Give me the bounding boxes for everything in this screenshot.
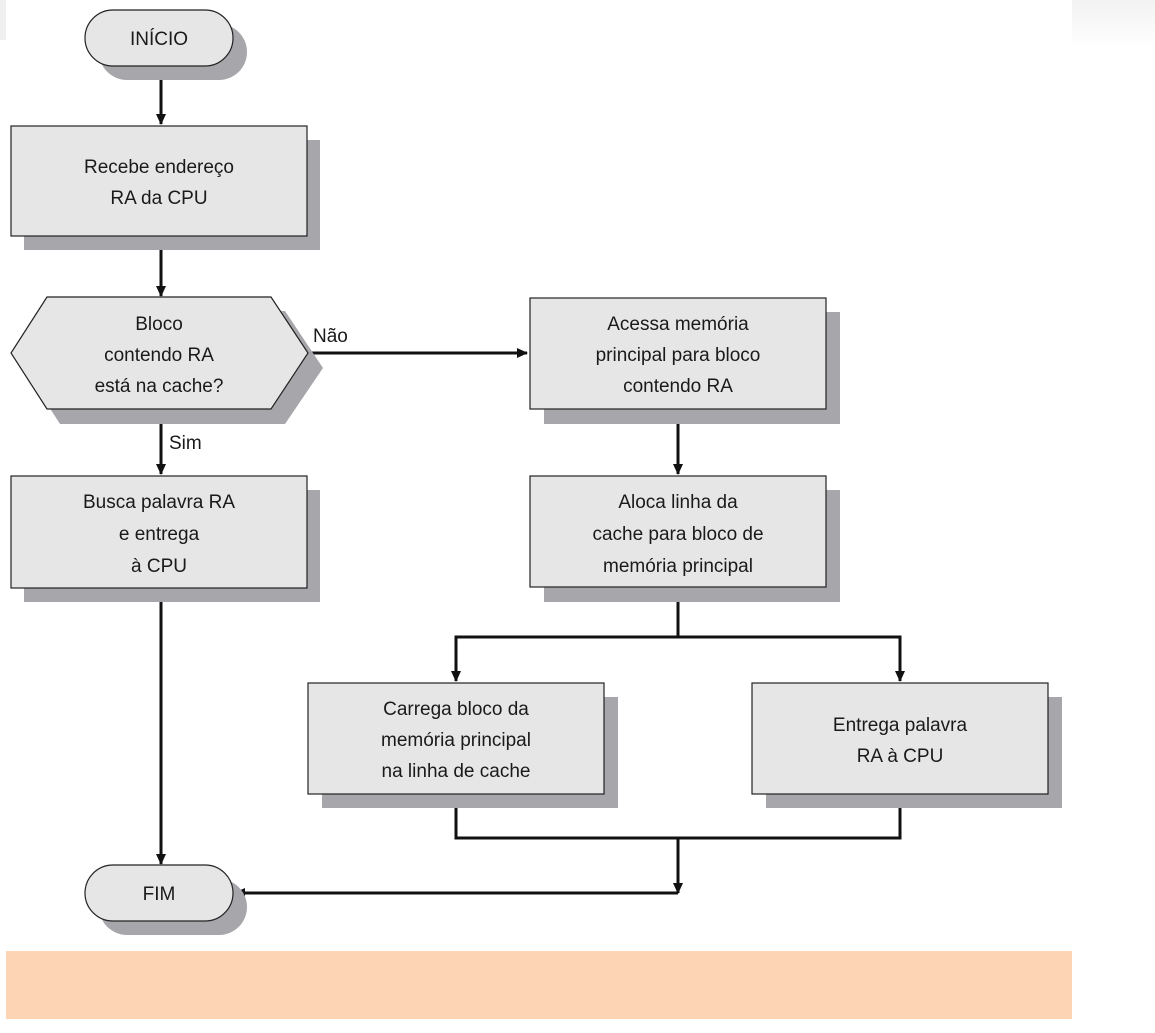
fetch-line-3: à CPU [131, 556, 187, 577]
fetch-word-box: Busca palavra RA e entrega à CPU [11, 476, 320, 602]
decision-line-3: está na cache? [95, 376, 224, 397]
edge-allocate-to-deliver [678, 637, 900, 681]
access-line-2: principal para bloco [596, 345, 761, 366]
load-line-2: memória principal [381, 730, 531, 751]
bottom-highlight-band [6, 951, 1072, 1019]
deliver-word-box: Entrega palavra RA à CPU [752, 683, 1062, 808]
decision-line-1: Bloco [135, 314, 183, 335]
access-line-3: contendo RA [623, 376, 733, 397]
load-line-1: Carrega bloco da [383, 699, 529, 720]
load-block-box: Carrega bloco da memória principal na li… [308, 683, 618, 808]
deliver-line-2: RA à CPU [857, 746, 944, 767]
load-line-3: na linha de cache [382, 761, 531, 782]
edge-label-yes: Sim [169, 433, 202, 454]
access-line-1: Acessa memória [607, 314, 749, 335]
allocate-line-2: cache para bloco de [592, 524, 763, 545]
deliver-line-1: Entrega palavra [833, 715, 968, 736]
allocate-line-1: Aloca linha da [618, 492, 738, 513]
decision-node: Bloco contendo RA está na cache? [11, 297, 323, 424]
access-memory-box: Acessa memória principal para bloco cont… [530, 298, 840, 424]
decision-line-2: contendo RA [104, 345, 214, 366]
start-node: INÍCIO [85, 10, 247, 80]
allocate-line-3: memória principal [603, 556, 753, 577]
end-node: FIM [85, 865, 247, 935]
start-label: INÍCIO [130, 29, 188, 50]
end-label: FIM [143, 884, 176, 905]
allocate-line-box: Aloca linha da cache para bloco de memór… [530, 476, 840, 602]
receive-address-box: Recebe endereço RA da CPU [11, 126, 320, 250]
receive-line-1: Recebe endereço [84, 157, 234, 178]
fetch-line-2: e entrega [119, 524, 200, 545]
receive-line-2: RA da CPU [110, 188, 207, 209]
fetch-line-1: Busca palavra RA [83, 492, 235, 513]
edge-label-no: Não [313, 326, 348, 347]
